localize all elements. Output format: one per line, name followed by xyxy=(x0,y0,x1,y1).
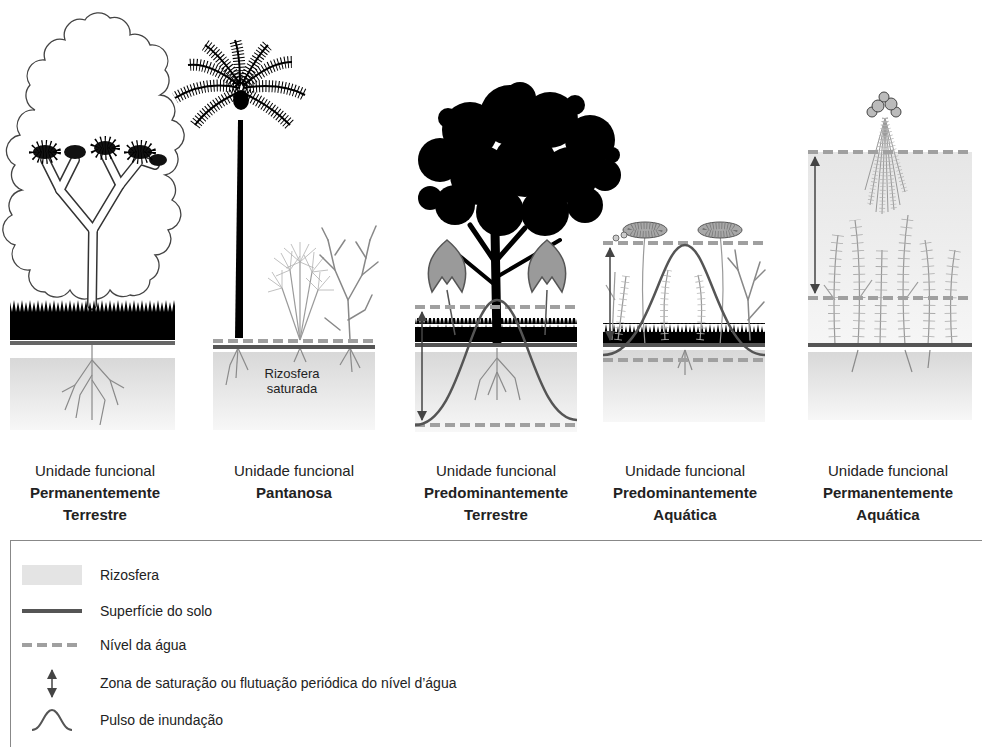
unit-caption: Unidade funcional xyxy=(803,460,973,482)
unit-caption: Unidade funcional xyxy=(411,460,581,482)
unit-name: Pantanosa xyxy=(209,482,379,504)
unit-name: Permanentemente Aquática xyxy=(803,482,973,526)
legend-frame xyxy=(11,541,982,747)
unit-caption: Unidade funcional xyxy=(10,460,180,482)
legend-swatch xyxy=(22,565,82,585)
arrow-sample xyxy=(51,670,53,697)
unit-name: Permanentemente Terrestre xyxy=(10,482,180,526)
water-sample xyxy=(22,643,82,647)
legend-text: Pulso de inundação xyxy=(100,711,223,729)
soil-sample xyxy=(22,609,82,613)
unit-name: Predominantemente Terrestre xyxy=(411,482,581,526)
rhizosphere-label: Rizosfera saturada xyxy=(252,366,332,396)
unit-caption: Unidade funcional xyxy=(600,460,770,482)
aquatic-plants xyxy=(808,92,972,372)
legend-text: Superfície do solo xyxy=(100,602,212,620)
swamp-plants xyxy=(175,40,378,385)
legend-text: Zona de saturação ou flutuação periódica… xyxy=(100,674,456,692)
unit-name: Predominantemente Aquática xyxy=(600,482,770,526)
pulse-sample xyxy=(32,710,72,730)
legend-text: Nível da água xyxy=(100,636,186,654)
unit-caption: Unidade funcional xyxy=(209,460,379,482)
terrestrial-tree xyxy=(3,13,184,425)
legend-text: Rizosfera xyxy=(100,566,159,584)
floodplain-aquatic xyxy=(603,222,765,375)
floodplain-forest xyxy=(415,82,621,425)
